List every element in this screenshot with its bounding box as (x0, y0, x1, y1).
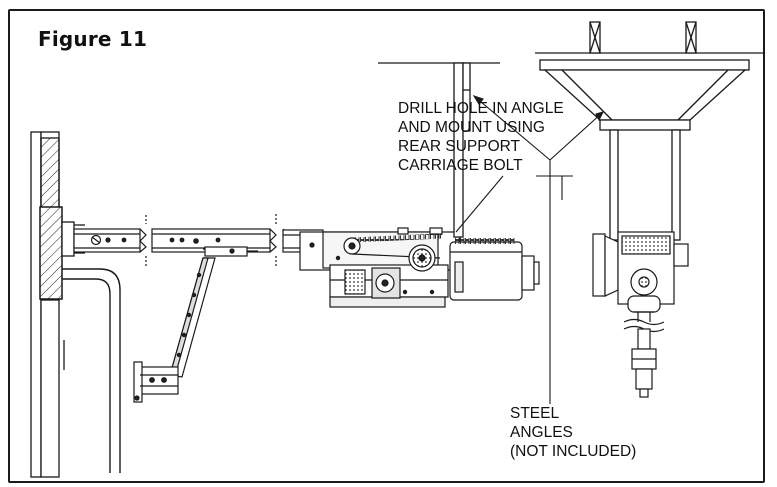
door-arm (133, 246, 258, 403)
figure-title: Figure 11 (38, 27, 148, 51)
door-track (62, 268, 121, 473)
callout-drill-hole: DRILL HOLE IN ANGLE AND MOUNT USING REAR… (398, 100, 564, 174)
callout-steel-angles: STEEL ANGLES (NOT INCLUDED) (510, 405, 637, 460)
rail (73, 214, 324, 266)
opener-end-view (592, 231, 689, 398)
garage-wall (30, 131, 85, 478)
opener-unit (299, 227, 540, 308)
figure-frame (8, 9, 765, 483)
ceiling-support (535, 21, 764, 241)
steel-angle-center (378, 62, 500, 238)
leader-lines (455, 94, 605, 404)
